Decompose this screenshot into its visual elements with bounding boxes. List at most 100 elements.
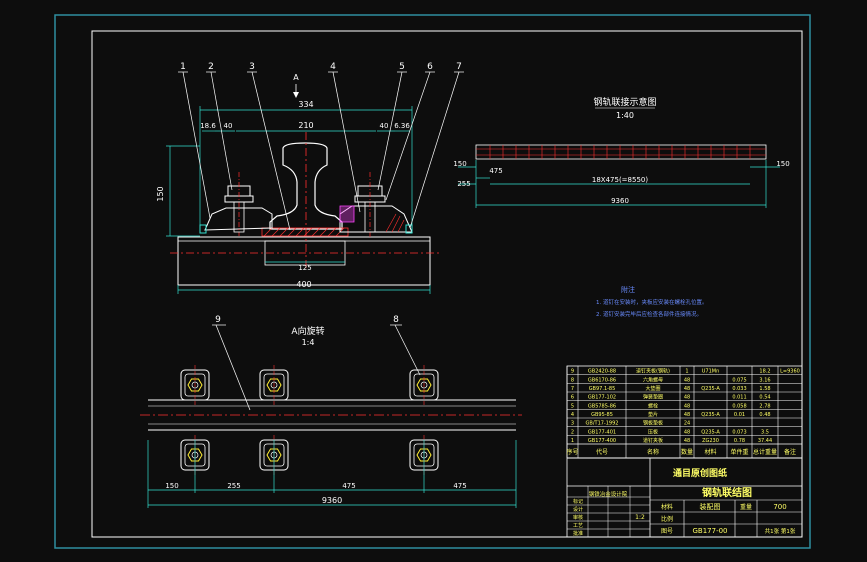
project-title: 通目原创图纸 <box>673 467 727 479</box>
schematic-title: 钢轨联接示意图 <box>593 96 656 108</box>
material-label: 材料 <box>661 503 673 511</box>
outer-border <box>54 14 811 549</box>
plan-clamp-top <box>259 365 289 405</box>
bom-cell: 48 <box>684 412 690 418</box>
bom-cell: 钢板垫板 <box>643 420 663 427</box>
sheet-number: 共1张 第1张 <box>765 527 796 535</box>
schematic-dim-total: 9360 <box>611 197 629 205</box>
sign-row-3: 工艺 <box>573 523 583 529</box>
dim-top-rail: 210 <box>298 121 313 130</box>
left-shim <box>199 224 207 234</box>
schematic-rail <box>475 144 767 160</box>
bom-cell: 弹簧垫圈 <box>643 394 663 401</box>
plan-dim-2: 475 <box>342 482 355 490</box>
plan-dim-3: 475 <box>453 482 466 490</box>
bom-cell: 2.78 <box>759 403 770 409</box>
bom-cell: GB/T17-1992 <box>586 421 619 427</box>
bom-cell: 垫片 <box>648 411 658 418</box>
hex-nut <box>416 448 432 462</box>
part-label-4: 4 <box>330 62 336 72</box>
schematic-scale: 1:40 <box>616 111 634 120</box>
notes-line-2: 2. 道钉安装完毕后应检查各部件连接情况。 <box>596 310 702 318</box>
plan-clamp-top <box>409 365 439 405</box>
scale-label: 比例 <box>661 515 673 523</box>
bom-cell: 1 <box>571 438 574 444</box>
bom-cell: GB177-401 <box>588 429 616 435</box>
scale-value: 1:2 <box>635 514 645 521</box>
part-label-5: 5 <box>399 62 405 72</box>
bom-cell: 0.54 <box>759 395 770 401</box>
bom-cell: 3.16 <box>759 377 770 383</box>
plan-part-label-9: 9 <box>215 315 221 325</box>
sheet-label: 图号 <box>661 528 673 535</box>
bom-cell: 18.2 <box>759 369 770 375</box>
hex-nut <box>266 448 282 462</box>
bom-cell: 48 <box>684 377 690 383</box>
rail-profile <box>269 142 343 230</box>
dim-left-a: 18.6 <box>200 122 216 130</box>
plan-view-title: A向旋转 <box>291 325 324 337</box>
bom-cell: 8 <box>571 377 574 383</box>
bom-cell: 3 <box>571 421 574 427</box>
bom-cell: 48 <box>684 403 690 409</box>
sign-row-2: 审核 <box>573 514 583 521</box>
bom-cell: ZG230 <box>702 438 719 444</box>
bom-cell: 9 <box>571 369 574 375</box>
bom-cell: 3.5 <box>761 429 769 435</box>
plan-clamp-top <box>180 365 210 405</box>
bom-cell: GB177-400 <box>588 438 616 444</box>
dim-right-a: 40 <box>380 122 389 130</box>
plan-dim-0: 150 <box>165 482 178 490</box>
material-value: 装配图 <box>700 502 721 511</box>
bom-cell: 0.01 <box>734 412 745 418</box>
plan-dim-1: 255 <box>227 482 240 490</box>
bom-cell: L=9360 <box>780 369 800 375</box>
plan-dim-total: 9360 <box>322 496 342 505</box>
right-shim <box>405 224 413 234</box>
part-label-2: 2 <box>208 62 214 72</box>
bom-cell: 0.075 <box>732 377 746 383</box>
dim-right-b: 6.36 <box>394 122 410 130</box>
bom-cell: 48 <box>684 429 690 435</box>
bom-header-cell: 名称 <box>647 448 659 456</box>
plan-part-label-8: 8 <box>393 315 399 325</box>
part-label-1: 1 <box>180 62 186 72</box>
dim-overall: 334 <box>298 100 313 109</box>
bom-cell: 0.48 <box>759 412 770 418</box>
bom-cell: GB6170-86 <box>588 377 616 383</box>
dim-height: 150 <box>156 186 165 201</box>
bom-header-cell: 备注 <box>784 448 796 456</box>
schematic-dim-left-bottom: 255 <box>457 180 470 188</box>
bom-cell: GB177-102 <box>588 395 616 401</box>
bom-cell: 0.058 <box>732 403 746 409</box>
left-bolt <box>233 201 245 233</box>
weight-value: 700 <box>773 503 786 511</box>
schematic-dim-series: 18X475(=8550) <box>592 176 648 184</box>
bom-header-cell: 数量 <box>681 448 693 456</box>
right-wedge <box>339 205 355 223</box>
weight-label: 重量 <box>740 503 752 511</box>
bom-cell: 24 <box>684 421 690 427</box>
notes-line-1: 1. 道钉在安装时，夹板应安装在螺栓孔位置。 <box>596 298 708 306</box>
sign-row-0: 标记 <box>573 498 583 505</box>
bom-cell: 1.58 <box>759 386 770 392</box>
bom-cell: 道钉夹板(钢轨) <box>636 368 670 375</box>
bom-header-cell: 序号 <box>566 448 578 456</box>
hex-nut <box>266 378 282 392</box>
sign-row-1: 设计 <box>573 506 583 513</box>
bom-cell: 压板 <box>648 428 658 435</box>
plan-view: A向旋转 1:4 9 8 150 255 475 <box>140 315 522 508</box>
base-plate <box>177 236 431 286</box>
company-label: 钢铁冶金设计院 <box>589 490 628 498</box>
part-label-7: 7 <box>456 62 462 72</box>
cross-section-view: 334 210 18.6 40 40 6.36 150 125 400 A 1 … <box>156 62 464 294</box>
bom-cell: GB2420-88 <box>588 369 616 375</box>
schematic-dim-left-top: 150 <box>453 160 466 168</box>
dim-left-b: 40 <box>224 122 233 130</box>
right-bolt <box>364 201 376 233</box>
bom-header-cell: 总计重量 <box>753 448 777 456</box>
bom-cell: 道钉夹板 <box>643 437 663 444</box>
